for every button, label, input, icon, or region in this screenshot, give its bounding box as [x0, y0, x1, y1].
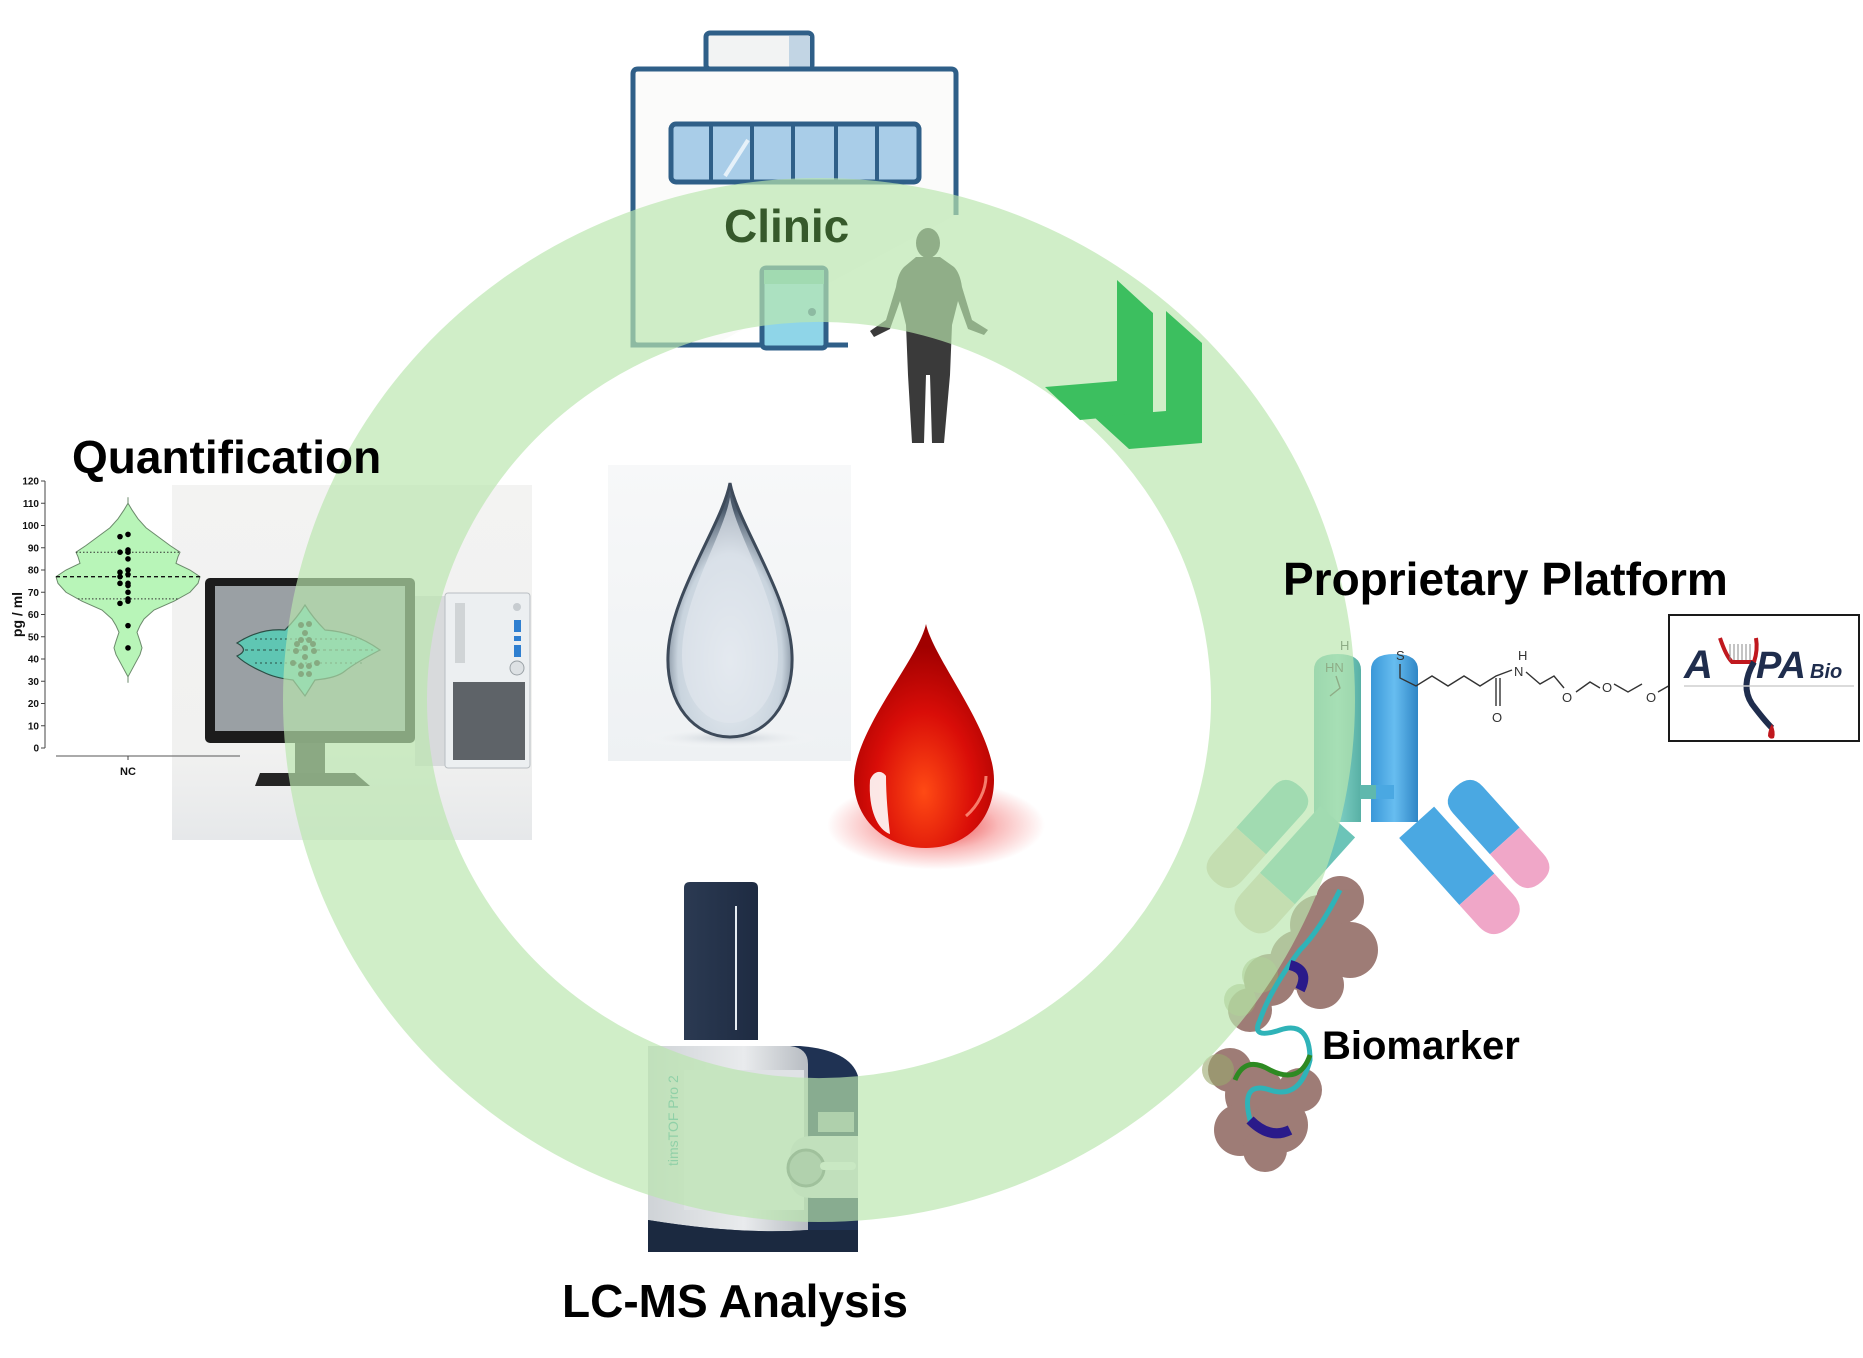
data-point: [125, 598, 131, 604]
data-point: [125, 589, 131, 596]
data-point: [125, 556, 131, 562]
y-tick-label: 80: [28, 566, 40, 577]
y-tick-label: 10: [28, 721, 40, 732]
data-point: [125, 571, 131, 578]
atom-label: HN: [1325, 660, 1344, 675]
atom-label: O: [1646, 690, 1656, 705]
stage-label-quantification: Quantification: [72, 431, 382, 483]
y-tick-label: 40: [28, 655, 40, 666]
y-tick-label: 110: [23, 499, 40, 510]
atom-label: S: [1396, 648, 1405, 663]
x-tick-label: NC: [120, 766, 136, 778]
atom-label: H: [1340, 638, 1349, 653]
data-point: [117, 573, 123, 580]
blood-drop-icon: [854, 624, 994, 848]
data-point: [125, 622, 131, 629]
cycle-direction-chevrons-icon: [1045, 280, 1202, 449]
stage-label-proprietary-platform: Proprietary Platform: [1283, 553, 1728, 605]
data-point: [125, 582, 131, 589]
atom-label: O: [1602, 680, 1612, 695]
data-point: [125, 549, 131, 555]
y-tick-label: 90: [28, 543, 40, 554]
atom-label: O: [1492, 710, 1502, 725]
instrument-model-label: timsTOF Pro 2: [665, 1075, 681, 1166]
stage-label-clinic: Clinic: [724, 200, 850, 252]
water-drop-icon: [640, 482, 820, 748]
linker-molecule-diagram: H HN S H N O O O O: [1325, 638, 1693, 725]
y-tick-label: 30: [28, 677, 40, 688]
y-axis-label: pg / ml: [9, 592, 25, 637]
data-point: [117, 549, 123, 555]
data-point: [117, 580, 123, 587]
atom-label: N: [1514, 664, 1523, 679]
y-tick-label: 0: [33, 744, 39, 755]
data-point: [117, 600, 123, 607]
logo-wordmark: PA: [1756, 645, 1806, 687]
y-tick-label: 60: [28, 610, 40, 621]
data-point: [125, 567, 131, 573]
patient-silhouette-icon: [870, 228, 988, 443]
data-point: [117, 569, 123, 576]
biomarker-protein-structure-icon: [1202, 876, 1378, 1172]
y-tick-label: 50: [28, 632, 40, 643]
appa-bio-logo: A PA Bio: [1668, 614, 1860, 742]
harp-drop-logo-mark: A PA Bio: [1683, 637, 1854, 739]
atom-label: O: [1562, 690, 1572, 705]
atom-label: H: [1518, 648, 1527, 663]
logo-letter-a: A: [1683, 643, 1713, 687]
y-tick-label: 20: [28, 699, 40, 710]
y-tick-label: 120: [22, 477, 39, 488]
data-point: [125, 531, 131, 538]
data-point: [117, 533, 123, 540]
logo-suffix: Bio: [1810, 661, 1842, 683]
stage-label-lcms-analysis: LC-MS Analysis: [562, 1275, 908, 1327]
lcms-instrument-icon: timsTOF Pro 2: [648, 882, 858, 1252]
stage-label-biomarker: Biomarker: [1322, 1024, 1520, 1068]
y-tick-label: 70: [28, 588, 40, 599]
data-point: [125, 645, 131, 651]
y-tick-label: 100: [22, 521, 39, 532]
